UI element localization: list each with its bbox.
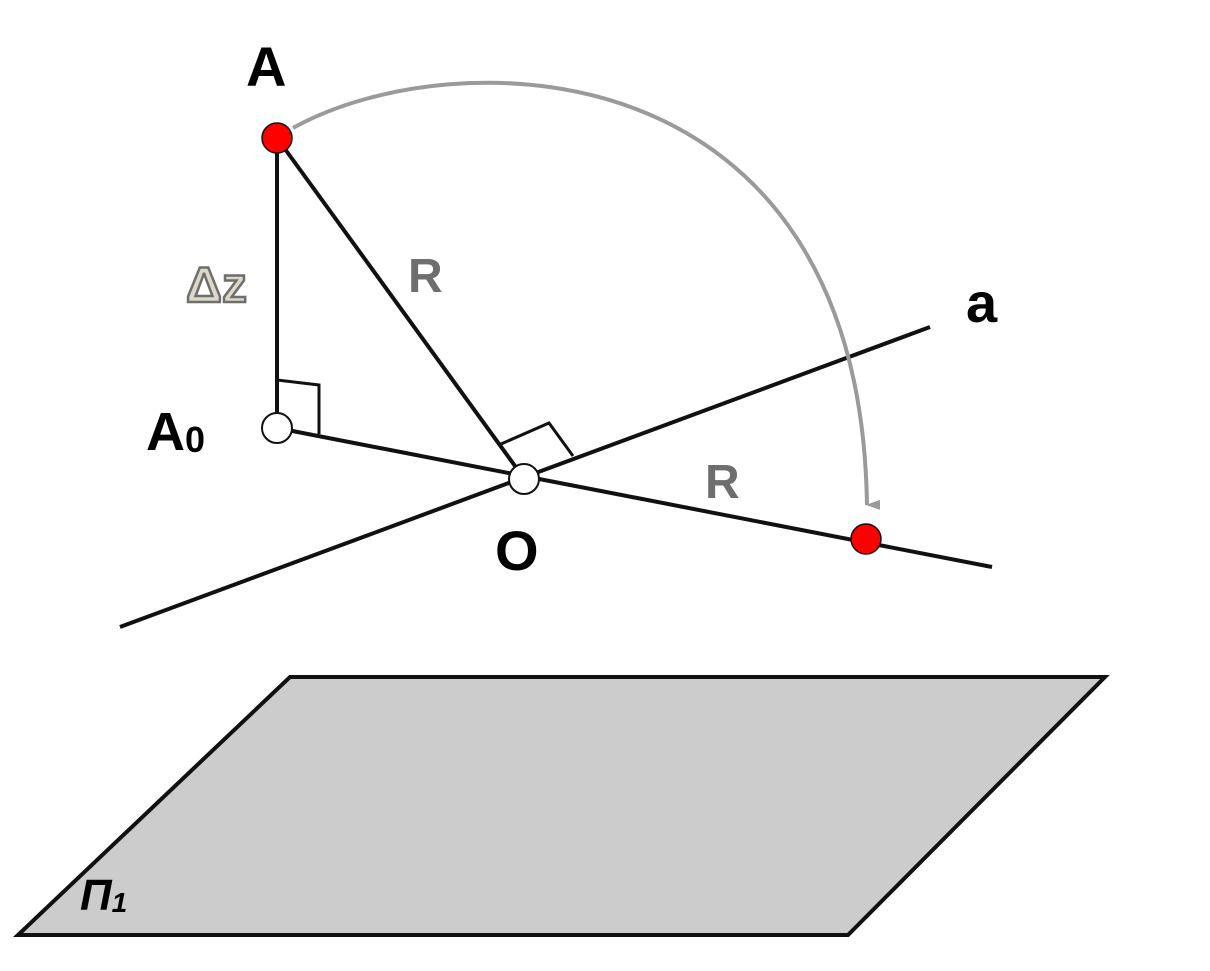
label-radius-lower: R bbox=[705, 456, 740, 509]
label-a0-main: A bbox=[146, 402, 185, 462]
label-plane-main: П bbox=[80, 871, 113, 920]
line-a-o bbox=[275, 136, 525, 479]
line-a0-o bbox=[276, 426, 993, 569]
right-angle-a0 bbox=[276, 378, 321, 434]
label-plane-subscript: 1 bbox=[112, 887, 128, 918]
label-line-a: a bbox=[966, 271, 998, 334]
point-a0 bbox=[261, 412, 293, 444]
plane-p1 bbox=[12, 675, 1110, 937]
label-o: O bbox=[495, 519, 539, 582]
label-delta-z: Δz bbox=[186, 257, 247, 313]
right-angle-o bbox=[500, 421, 575, 457]
point-a-rotated bbox=[850, 523, 882, 555]
label-a0: A0 bbox=[146, 402, 205, 462]
rotation-arc bbox=[292, 80, 881, 510]
point-o bbox=[508, 463, 540, 495]
point-a bbox=[261, 122, 293, 154]
label-radius-upper: R bbox=[408, 250, 443, 303]
label-a0-subscript: 0 bbox=[185, 419, 205, 460]
label-a: A bbox=[246, 35, 286, 98]
label-plane: П1 bbox=[80, 871, 127, 920]
